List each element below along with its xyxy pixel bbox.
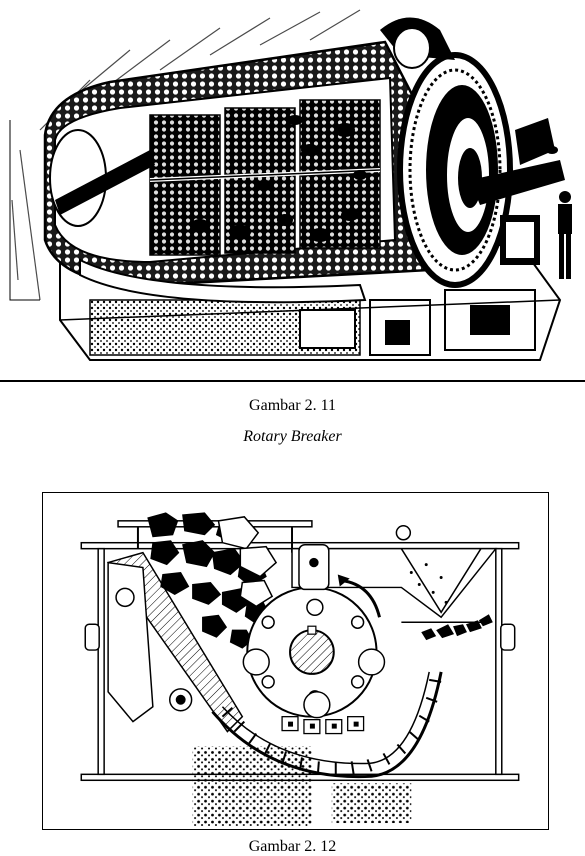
figure-1-caption-number: Gambar 2. 11: [249, 397, 336, 414]
figure-2-frame: [42, 492, 549, 830]
figure-1-caption-title: Rotary Breaker: [243, 428, 342, 445]
hammer-mill-crusher-cross-section: [80, 512, 520, 827]
figure-2-caption-number: Gambar 2. 12: [248, 838, 337, 855]
rotary-breaker-illustration: [9, 9, 572, 361]
section-divider: [0, 380, 585, 382]
